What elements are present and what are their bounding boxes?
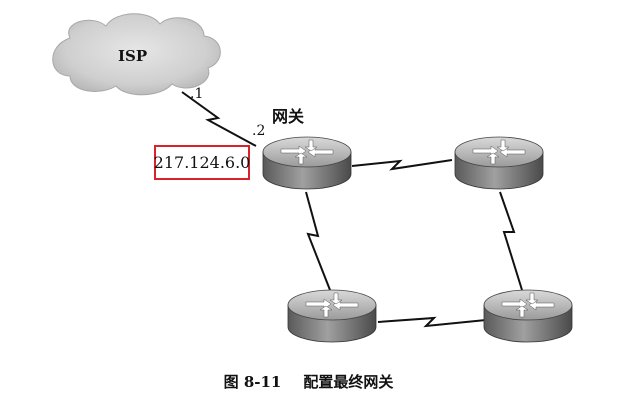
network-address-box: 217.124.6.0 <box>154 145 250 180</box>
serial-link-gateway-router-ne <box>351 159 453 171</box>
serial-link-isp-gateway <box>181 91 257 147</box>
router-ne <box>454 136 544 190</box>
router-sw <box>287 289 377 343</box>
gateway-label: 网关 <box>272 107 305 126</box>
figure-caption: 图 8-11 配置最终网关 <box>0 371 617 392</box>
serial-link-router-sw-router-se <box>377 316 487 328</box>
isp-label: ISP <box>118 47 148 65</box>
network-address: 217.124.6.0 <box>153 153 251 172</box>
link-address-isp: .1 <box>190 86 204 102</box>
figure-title: 配置最终网关 <box>303 373 394 391</box>
figure-number: 图 8-11 <box>223 373 282 391</box>
isp-cloud <box>52 13 221 96</box>
link-address-gateway: .2 <box>252 123 266 139</box>
gateway-router <box>262 136 352 190</box>
serial-link-router-ne-router-se <box>499 191 523 291</box>
serial-link-gateway-router-sw <box>305 191 331 291</box>
router-se <box>483 289 573 343</box>
